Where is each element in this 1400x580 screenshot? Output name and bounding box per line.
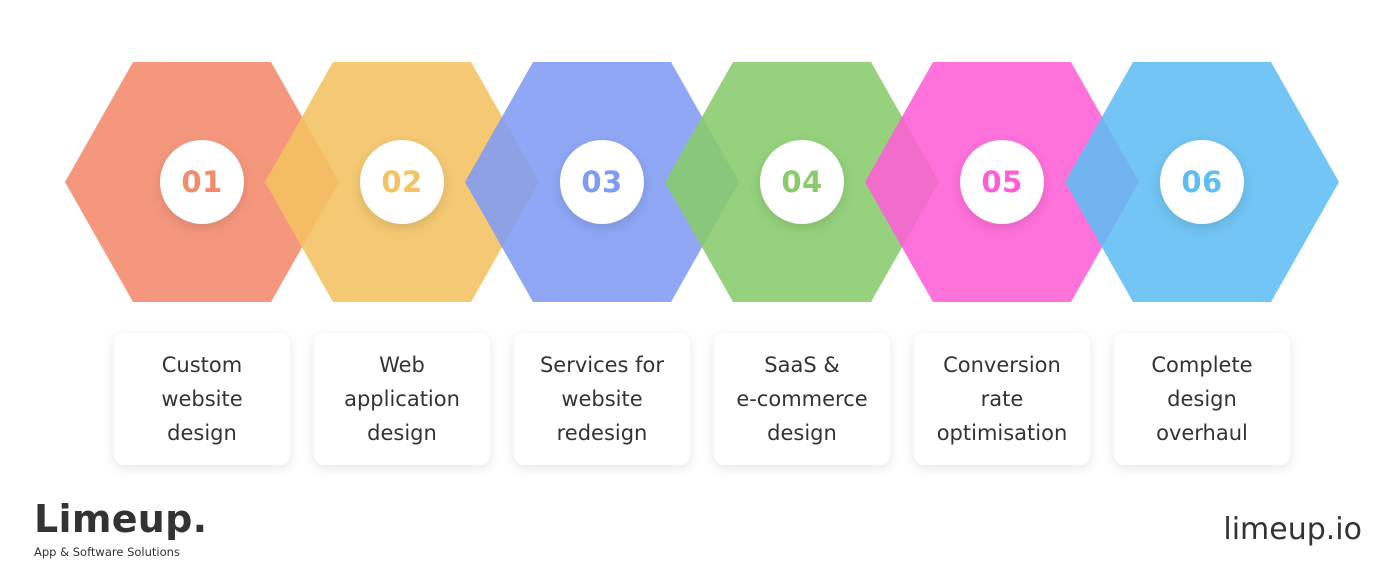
step-label-line: Web (379, 353, 425, 377)
step-label-line: overhaul (1156, 421, 1248, 445)
step-card: SaaS & e-commerce design (714, 333, 890, 465)
step-label-line: optimisation (936, 421, 1068, 445)
step-card: Custom website design (114, 333, 290, 465)
step-number: 03 (581, 165, 623, 199)
step-card: Complete design overhaul (1114, 333, 1290, 465)
step-number: 01 (181, 165, 223, 199)
step-label-line: design (367, 421, 437, 445)
step-label-line: Custom (161, 353, 243, 377)
step-card: Web application design (314, 333, 490, 465)
step-label-line: Conversion (943, 353, 1061, 377)
step-label-line: redesign (556, 421, 648, 445)
step-number: 02 (381, 165, 423, 199)
step-label-line: Services for (539, 353, 665, 377)
step-number: 06 (1181, 165, 1223, 199)
step-label-line: rate (980, 387, 1024, 411)
step-label-line: design (1167, 387, 1237, 411)
step-number-badge: 03 (560, 140, 644, 224)
step-number: 05 (981, 165, 1023, 199)
step-label-line: e-commerce (736, 387, 868, 411)
step-number-badge: 01 (160, 140, 244, 224)
step-label-line: Complete (1151, 353, 1253, 377)
step-label-line: website (561, 387, 643, 411)
step-label-line: SaaS & (764, 353, 840, 377)
step-card: Conversion rate optimisation (914, 333, 1090, 465)
step-label-line: application (344, 387, 460, 411)
step-label-line: design (767, 421, 837, 445)
step-number-badge: 06 (1160, 140, 1244, 224)
step-number-badge: 04 (760, 140, 844, 224)
logo-tagline: App & Software Solutions (34, 545, 180, 559)
step-label-line: website (161, 387, 243, 411)
site-url[interactable]: limeup.io (1223, 512, 1362, 547)
step-number-badge: 05 (960, 140, 1044, 224)
limeup-logo[interactable]: Limeup. App & Software Solutions (34, 498, 207, 559)
step-number-badge: 02 (360, 140, 444, 224)
step-number: 04 (781, 165, 823, 199)
logo-wordmark: Limeup. (34, 497, 208, 541)
step-card: Services for website redesign (514, 333, 690, 465)
step-label-line: design (167, 421, 237, 445)
